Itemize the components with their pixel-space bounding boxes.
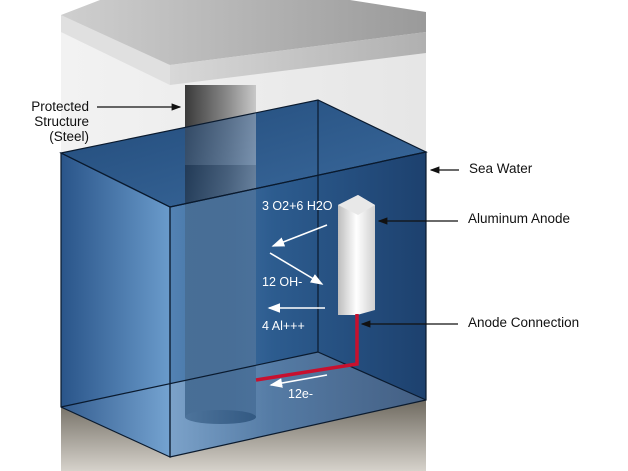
arrow-oxygen	[271, 224, 328, 247]
label-structure: Structure	[34, 114, 89, 129]
floor	[61, 400, 426, 471]
reaction-oxygen-water: 3 O2+6 H2O	[262, 199, 333, 213]
arrow-hydroxide	[269, 252, 324, 285]
label-steel: (Steel)	[49, 129, 89, 144]
arrow-electrons	[269, 374, 328, 388]
anode-top	[338, 195, 375, 215]
slab-side	[61, 15, 170, 85]
slab-top	[61, 0, 426, 65]
reaction-electrons: 12e-	[288, 387, 313, 401]
label-aluminum-anode: Aluminum Anode	[468, 211, 570, 226]
water-left-face	[61, 153, 170, 457]
reaction-aluminum-ions: 4 Al+++	[262, 319, 305, 333]
label-anode-connection: Anode Connection	[468, 315, 579, 330]
tank-edges	[59, 99, 428, 458]
anode-connection-wire	[255, 314, 359, 382]
label-protected: Protected	[31, 99, 89, 114]
reaction-hydroxide: 12 OH-	[262, 275, 302, 289]
label-sea-water: Sea Water	[469, 161, 533, 176]
water-top	[61, 100, 426, 207]
slab-front	[170, 32, 426, 85]
aluminum-anode	[338, 195, 375, 315]
